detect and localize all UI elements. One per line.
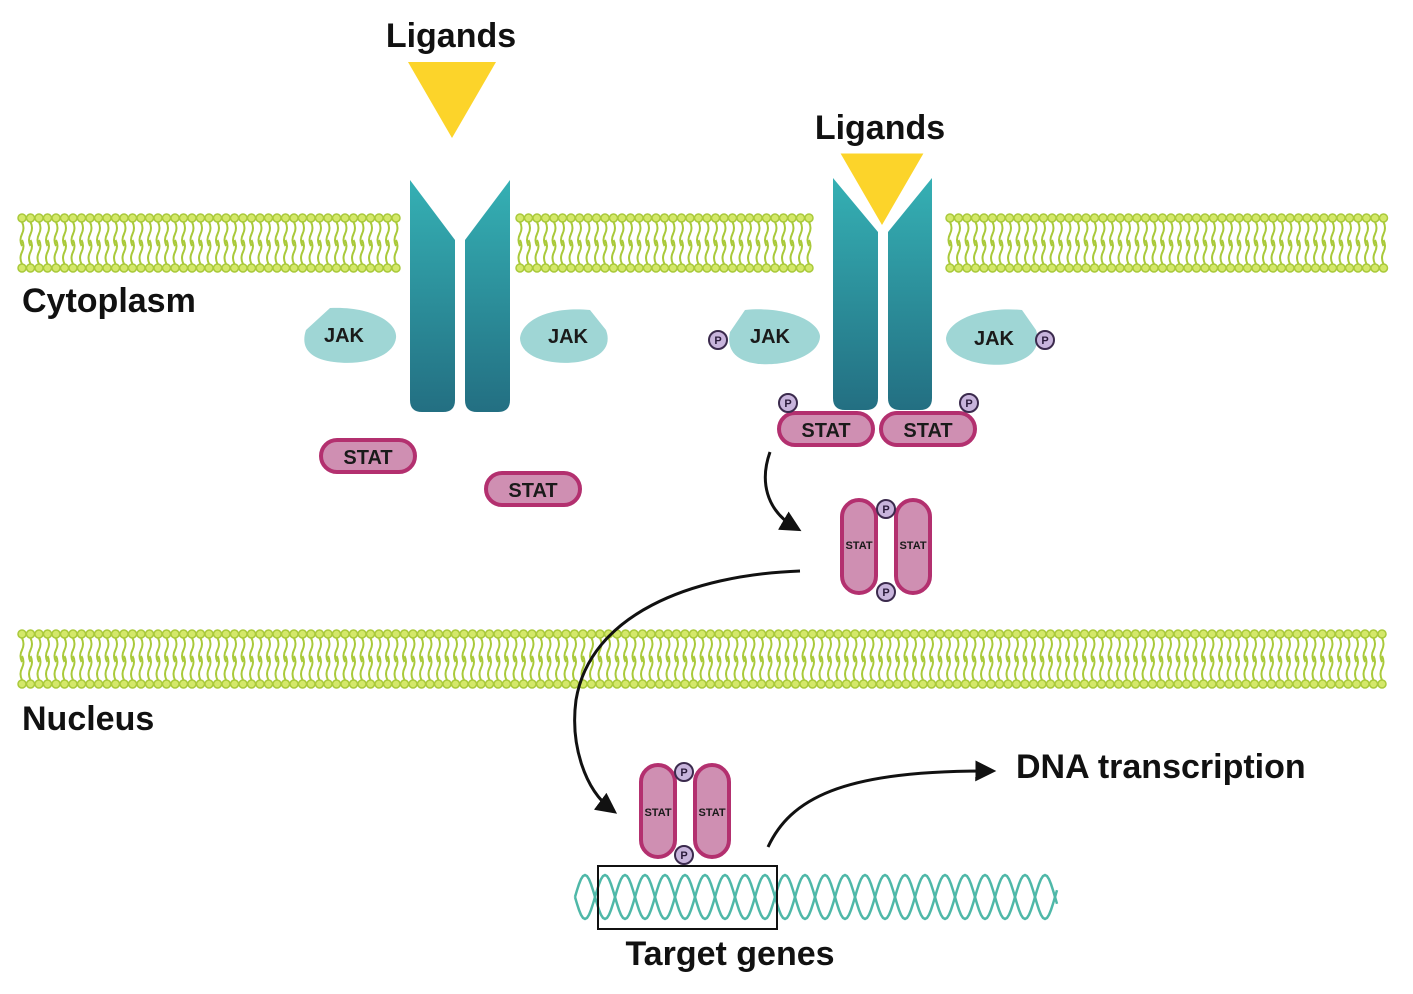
receptor-right-chain: [465, 180, 510, 412]
jak-left-b-label: JAK: [548, 326, 589, 348]
cell-membrane-segment-3: [945, 213, 1389, 273]
stat-free-a-label: STAT: [343, 447, 392, 469]
receptor-active-right-chain: [888, 178, 932, 410]
arrow-transcription: [766, 760, 997, 848]
nucleus-label: Nucleus: [22, 700, 154, 738]
phosphate-stat-bound-a: P: [778, 393, 798, 413]
stat-dimer-cytoplasm-label-b: STAT: [899, 540, 926, 552]
svg-text:P: P: [1041, 335, 1048, 347]
receptor-inactive: [410, 180, 510, 412]
ligand-left: [408, 62, 496, 138]
stat-bound-b: [879, 411, 977, 447]
jak-right-a: [729, 309, 820, 365]
jak-left-a: [304, 307, 397, 363]
target-genes-label: Target genes: [625, 935, 834, 973]
phosphate-jak-a: P: [708, 330, 728, 350]
stat-dimer-cytoplasm: STAT STAT P P: [840, 498, 932, 602]
ligands-left-label: Ligands: [386, 17, 516, 55]
jak-right-b: [946, 309, 1038, 365]
svg-text:P: P: [784, 398, 791, 410]
arrow-nuclear-import: [573, 569, 801, 814]
jak-right-a-label: JAK: [750, 326, 791, 348]
receptor-active: [833, 178, 932, 410]
cell-membrane-segment-1: [17, 213, 401, 273]
stat-free-a: [319, 438, 417, 474]
nuclear-membrane: [17, 629, 1387, 689]
svg-text:P: P: [882, 504, 889, 516]
svg-text:P: P: [680, 767, 687, 779]
jak-left-b: [520, 309, 608, 363]
dna-helix: [573, 873, 1059, 921]
stat-bound-b-label: STAT: [903, 420, 952, 442]
stat-dimer-nucleus-label-a: STAT: [644, 807, 671, 819]
svg-text:P: P: [965, 398, 972, 410]
dna-transcription-label: DNA transcription: [1016, 748, 1306, 786]
svg-text:P: P: [714, 335, 721, 347]
stat-bound-a: [777, 411, 875, 447]
phosphate-stat-bound-b: P: [959, 393, 979, 413]
receptor-active-left-chain: [833, 178, 878, 410]
svg-text:P: P: [882, 587, 889, 599]
cell-membrane-segment-2: [515, 213, 814, 273]
phosphate-jak-b: P: [1035, 330, 1055, 350]
jak-left-a-label: JAK: [324, 325, 365, 347]
target-genes-box: [597, 865, 778, 930]
receptor-left-chain: [410, 180, 455, 412]
cytoplasm-label: Cytoplasm: [22, 282, 196, 320]
stat-free-b: [484, 471, 582, 507]
stat-dimer-cytoplasm-label-a: STAT: [845, 540, 872, 552]
stat-free-b-label: STAT: [508, 480, 557, 502]
membranes: [17, 213, 1389, 689]
svg-text:P: P: [680, 850, 687, 862]
stat-dimer-nucleus: STAT STAT P P: [639, 762, 731, 865]
stat-dimer-nucleus-label-b: STAT: [698, 807, 725, 819]
ligand-right: [835, 150, 929, 231]
arrow-stat-release: [763, 451, 802, 532]
stat-bound-a-label: STAT: [801, 420, 850, 442]
ligands-right-label: Ligands: [815, 109, 945, 147]
jak-right-b-label: JAK: [974, 328, 1015, 350]
